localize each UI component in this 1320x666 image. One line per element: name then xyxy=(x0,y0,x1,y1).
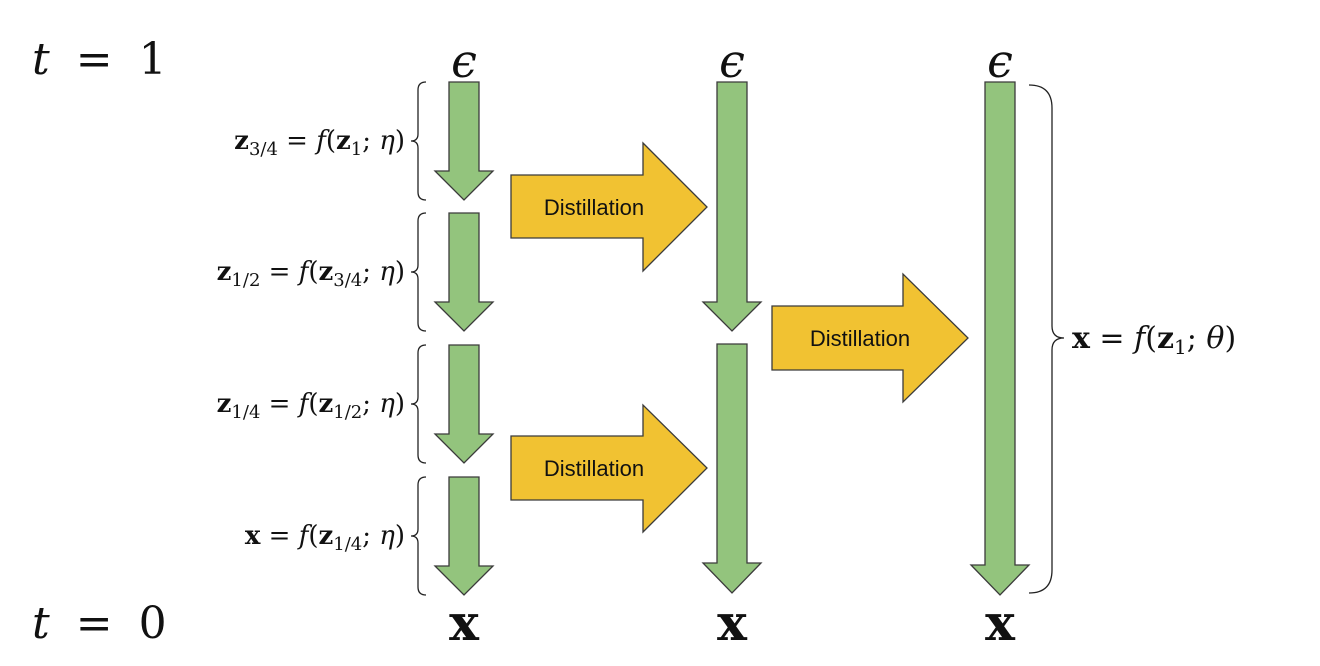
time-value: 1 xyxy=(139,34,167,85)
left-brace xyxy=(410,344,427,464)
left-brace xyxy=(410,476,427,596)
step-arrow xyxy=(433,476,495,596)
step-label: z3/4 = f(z1; η) xyxy=(234,126,405,160)
svg-text:t = 0: t = 0 xyxy=(32,598,167,649)
epsilon-symbol-col3: ϵ xyxy=(987,34,1013,88)
equals-sign: = xyxy=(76,34,113,85)
distillation-arrow-shape xyxy=(510,141,708,273)
step-label: z1/4 = f(z1/2; η) xyxy=(217,389,405,423)
student-2step-column xyxy=(701,81,763,594)
step-arrow xyxy=(969,81,1031,596)
time-value: 0 xyxy=(139,598,167,649)
x-symbol-col2: x xyxy=(717,593,748,652)
time-label-bottom: t = 0 xyxy=(32,598,167,649)
svg-text:t = 1: t = 1 xyxy=(32,34,167,85)
distillation-label: Distillation xyxy=(544,195,644,220)
equals-sign: = xyxy=(76,598,113,649)
student-1step-column: x = f(z1; θ) xyxy=(969,81,1236,596)
left-brace xyxy=(410,212,427,332)
distillation-label: Distillation xyxy=(810,326,910,351)
distillation-arrow: Distillation xyxy=(510,403,708,534)
epsilon-symbol-col2: ϵ xyxy=(719,34,745,88)
step-arrow xyxy=(701,343,763,594)
left-brace xyxy=(410,81,427,201)
distillation-label: Distillation xyxy=(544,456,644,481)
step-arrow xyxy=(701,81,763,332)
distillation-arrow: Distillation xyxy=(510,141,708,273)
step-label: x = f(z1; θ) xyxy=(1072,321,1236,359)
distillation-arrow-shape xyxy=(771,272,969,404)
teacher-column: z3/4 = f(z1; η) z1/2 = f(z3/4; η) z1/4 =… xyxy=(217,81,495,596)
step-label: z1/2 = f(z3/4; η) xyxy=(217,257,405,291)
step-arrow xyxy=(433,212,495,332)
x-symbol-col1: x xyxy=(449,593,480,652)
time-var: t xyxy=(32,598,50,649)
epsilon-symbol-col1: ϵ xyxy=(451,34,477,88)
step-arrow xyxy=(433,344,495,464)
x-symbol-col3: x xyxy=(985,593,1016,652)
time-var: t xyxy=(32,34,50,85)
distillation-arrow: Distillation xyxy=(771,272,969,404)
step-arrow xyxy=(433,81,495,201)
right-brace xyxy=(1028,84,1065,594)
distillation-arrow-shape xyxy=(510,403,708,534)
step-label: x = f(z1/4; η) xyxy=(245,521,405,555)
time-label-top: t = 1 xyxy=(32,34,167,85)
